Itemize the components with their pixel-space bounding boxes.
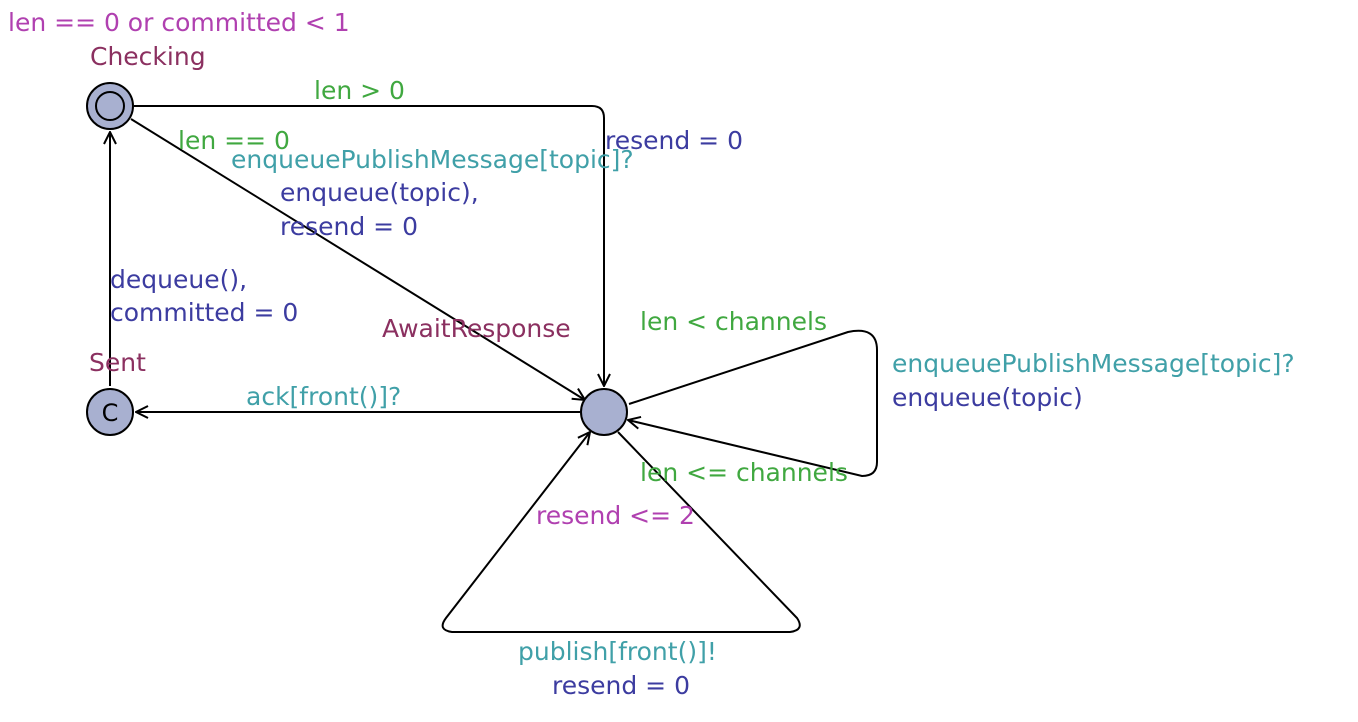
- committed-state-icon: C: [102, 399, 119, 427]
- state-sent[interactable]: C: [86, 388, 134, 436]
- checking-invariant: len == 0 or committed < 1: [8, 8, 350, 37]
- guard-resend-le-2: resend <= 2: [536, 501, 695, 530]
- sent-name: Sent: [89, 348, 146, 377]
- edge-checking-to-await-diag[interactable]: [130, 118, 585, 400]
- sync-publish: publish[front()]!: [518, 637, 717, 666]
- update-resend-diag: resend = 0: [280, 212, 418, 241]
- update-dequeue: dequeue(),: [110, 265, 247, 294]
- state-await-response[interactable]: [580, 388, 628, 436]
- edge-await-self-right[interactable]: [628, 329, 878, 478]
- await-response-name: AwaitResponse: [382, 314, 571, 343]
- edge-await-self-bottom[interactable]: [441, 432, 801, 633]
- edge-checking-to-await-top[interactable]: [134, 105, 604, 386]
- guard-len-eq-0: len == 0: [178, 126, 290, 155]
- update-resend-top: resend = 0: [605, 126, 743, 155]
- sync-enqueue-self: enqueuePublishMessage[topic]?: [892, 349, 1295, 378]
- update-resend-bottom: resend = 0: [552, 671, 690, 700]
- update-enqueue-self: enqueue(topic): [892, 383, 1083, 412]
- state-checking[interactable]: [86, 82, 134, 130]
- update-committed: committed = 0: [110, 298, 298, 327]
- checking-name: Checking: [90, 42, 206, 71]
- sync-ack: ack[front()]?: [246, 382, 401, 411]
- guard-len-gt-0: len > 0: [314, 76, 405, 105]
- initial-state-icon: [95, 91, 125, 121]
- update-enqueue-diag: enqueue(topic),: [280, 178, 479, 207]
- guard-len-lt-channels: len < channels: [640, 307, 827, 336]
- guard-len-le-channels: len <= channels: [640, 458, 848, 487]
- sync-enqueue-diag: enqueuePublishMessage[topic]?: [231, 145, 634, 174]
